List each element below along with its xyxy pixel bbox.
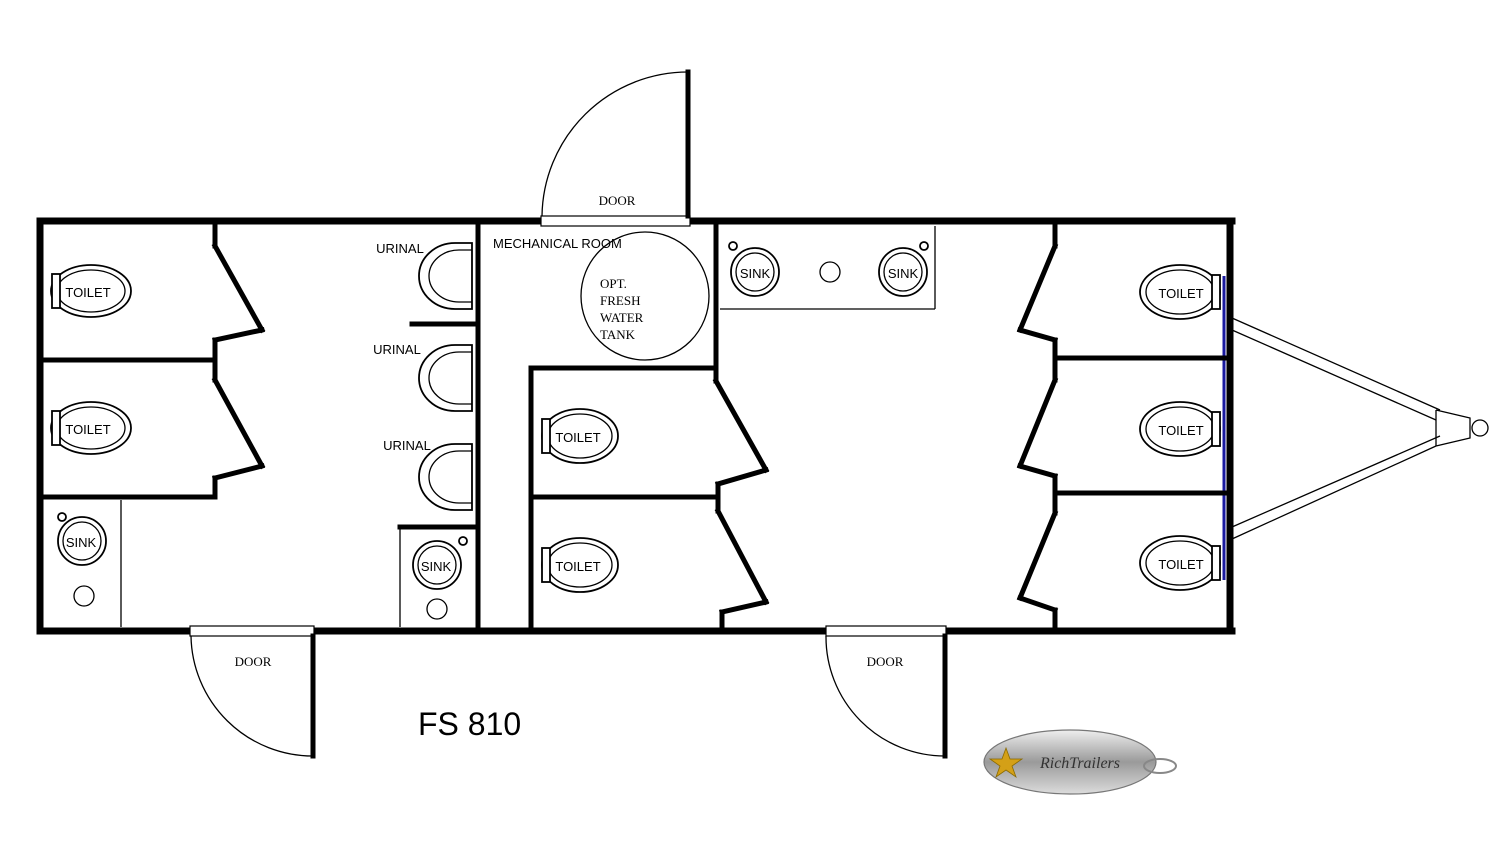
svg-text:SINK: SINK [888,266,919,281]
toilet-left-2: TOILET [50,401,132,455]
mechanical-room: MECHANICAL ROOM OPT. FRESH WATER TANK [493,231,710,361]
svg-text:TANK: TANK [600,327,636,342]
svg-text:WATER: WATER [600,310,644,325]
sink-urinal-area: SINK [412,536,468,620]
sink-left: SINK [57,512,107,607]
door-bottom-left[interactable]: DOOR [189,625,316,759]
door-label-top: DOOR [599,193,636,208]
svg-text:TOILET: TOILET [555,430,600,445]
toilet-center-1: TOILET [541,408,619,464]
svg-text:URINAL: URINAL [373,342,421,357]
svg-text:SINK: SINK [66,535,97,550]
svg-text:TOILET: TOILET [1158,557,1203,572]
svg-text:RichTrailers: RichTrailers [1039,755,1120,772]
svg-text:FRESH: FRESH [600,293,640,308]
rich-trailers-logo: RichTrailers [983,729,1177,795]
door-label-bottom-left: DOOR [235,654,272,669]
center-right-partitions [528,222,1229,630]
svg-text:OPT.: OPT. [600,276,627,291]
door-label-bottom-right: DOOR [867,654,904,669]
door-top[interactable]: DOOR [540,69,691,227]
svg-text:TOILET: TOILET [1158,286,1203,301]
model-title: FS 810 [418,706,521,742]
svg-text:TOILET: TOILET [65,422,110,437]
svg-text:URINAL: URINAL [376,241,424,256]
svg-text:SINK: SINK [740,266,771,281]
urinal-1: URINAL [376,241,473,310]
left-wing-partitions [39,222,481,630]
door-bottom-right[interactable]: DOOR [825,625,948,759]
svg-text:SINK: SINK [421,559,452,574]
toilet-center-2: TOILET [541,537,619,593]
svg-text:URINAL: URINAL [383,438,431,453]
toilet-left-1: TOILET [50,264,132,318]
trailer-hitch [1231,317,1489,540]
sink-right-1: SINK [728,241,780,297]
svg-text:TOILET: TOILET [1158,423,1203,438]
urinal-3: URINAL [383,438,473,511]
svg-text:TOILET: TOILET [555,559,600,574]
toilet-right-1: TOILET [1139,264,1221,320]
toilet-right-3: TOILET [1139,535,1221,591]
exterior-walls [36,217,1236,635]
urinal-2: URINAL [373,342,473,412]
star-icon [988,746,1024,779]
floor-drain [819,261,841,283]
toilet-right-2: TOILET [1139,401,1221,457]
sink-right-2: SINK [878,241,929,297]
svg-text:TOILET: TOILET [65,285,110,300]
mechanical-room-label: MECHANICAL ROOM [493,236,622,251]
